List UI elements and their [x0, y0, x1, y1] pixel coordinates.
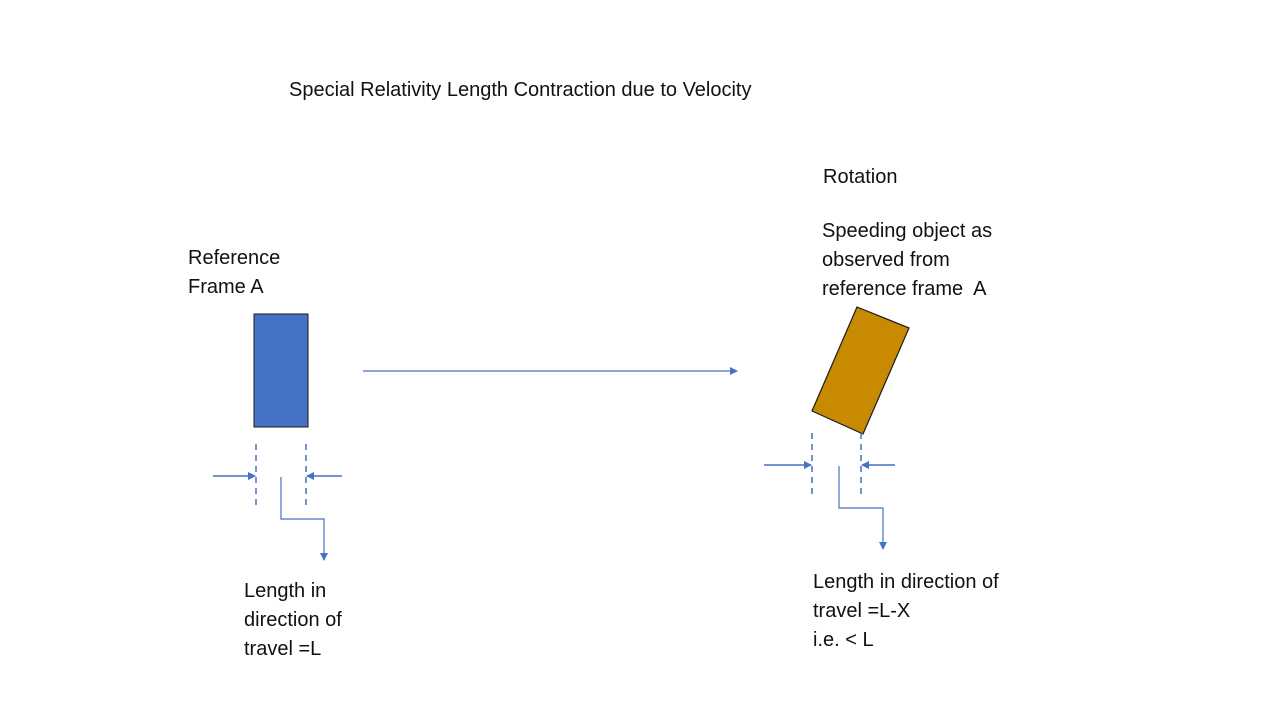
- moving-length-callout: [838, 466, 887, 550]
- rest-object: [253, 313, 309, 428]
- rest-length-label: Length in direction of travel =L: [244, 580, 342, 660]
- moving-object: [811, 306, 910, 435]
- observed-object-label: Speeding object as observed from referen…: [822, 220, 993, 300]
- moving-length-label: Length in direction of travel =L-X i.e. …: [813, 571, 999, 651]
- page-title: Special Relativity Length Contraction du…: [289, 79, 752, 101]
- reference-frame-label: Reference Frame A: [188, 247, 281, 298]
- rest-length-callout: [280, 477, 328, 561]
- rotation-label: Rotation: [823, 166, 898, 188]
